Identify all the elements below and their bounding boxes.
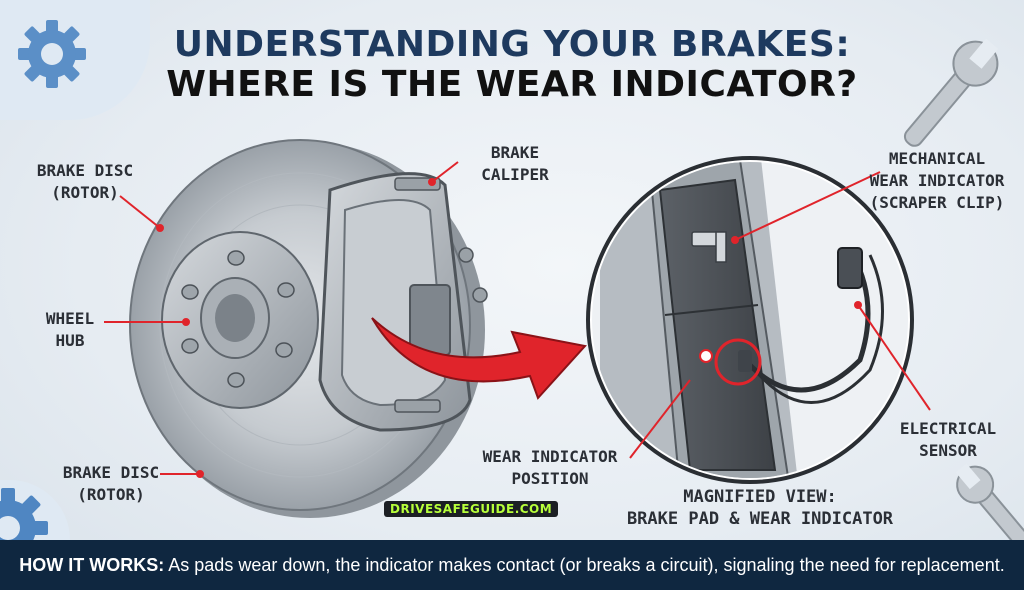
label-line: WHEEL	[45, 309, 95, 328]
label-line: CALIPER	[481, 165, 549, 184]
footer-banner: HOW IT WORKS: As pads wear down, the ind…	[0, 540, 1024, 590]
label-line: BRAKE PAD & WEAR INDICATOR	[626, 509, 894, 529]
brake-caliper-label: BRAKE CALIPER	[460, 142, 570, 186]
magnified-view-caption: MAGNIFIED VIEW: BRAKE PAD & WEAR INDICAT…	[600, 486, 920, 530]
label-line: SENSOR	[919, 441, 977, 460]
brake-disc-label: BRAKE DISC (ROTOR)	[10, 160, 160, 204]
magnified-lens	[586, 156, 914, 484]
footer-text: As pads wear down, the indicator makes c…	[168, 555, 1005, 575]
label-line: POSITION	[511, 469, 589, 488]
label-line: MECHANICAL	[888, 149, 986, 168]
label-line: (ROTOR)	[77, 485, 145, 504]
wrench-icon	[955, 463, 1024, 550]
wear-indicator-position-label: WEAR INDICATOR POSITION	[460, 446, 640, 490]
label-line: BRAKE DISC	[62, 463, 160, 482]
page-title-line2: WHERE IS THE WEAR INDICATOR?	[166, 64, 858, 105]
page-title-line1: UNDERSTANDING YOUR BRAKES:	[173, 24, 851, 65]
label-line: BRAKE DISC	[36, 161, 134, 180]
brake-disc-label-bottom: BRAKE DISC (ROTOR)	[36, 462, 186, 506]
label-line: (SCRAPER CLIP)	[869, 193, 1005, 212]
wrench-icon	[903, 38, 999, 147]
leader-lines	[104, 161, 931, 478]
red-arrow	[371, 317, 587, 400]
mechanical-indicator-label: MECHANICAL WEAR INDICATOR (SCRAPER CLIP)	[852, 148, 1022, 214]
footer-lead: HOW IT WORKS:	[19, 555, 165, 575]
gear-icon	[18, 20, 86, 88]
label-line: (ROTOR)	[51, 183, 119, 202]
label-line: MAGNIFIED VIEW:	[683, 487, 837, 507]
brand-watermark: DRIVESAFEGUIDE.COM	[384, 501, 559, 517]
label-line: WEAR INDICATOR	[482, 447, 618, 466]
label-line: ELECTRICAL	[899, 419, 997, 438]
wheel-hub-label: WHEEL HUB	[20, 308, 120, 352]
wheel-hub	[161, 231, 319, 409]
label-line: WEAR INDICATOR	[869, 171, 1005, 190]
electrical-sensor-label: ELECTRICAL SENSOR	[878, 418, 1018, 462]
label-line: HUB	[55, 331, 85, 350]
label-line: BRAKE	[490, 143, 540, 162]
